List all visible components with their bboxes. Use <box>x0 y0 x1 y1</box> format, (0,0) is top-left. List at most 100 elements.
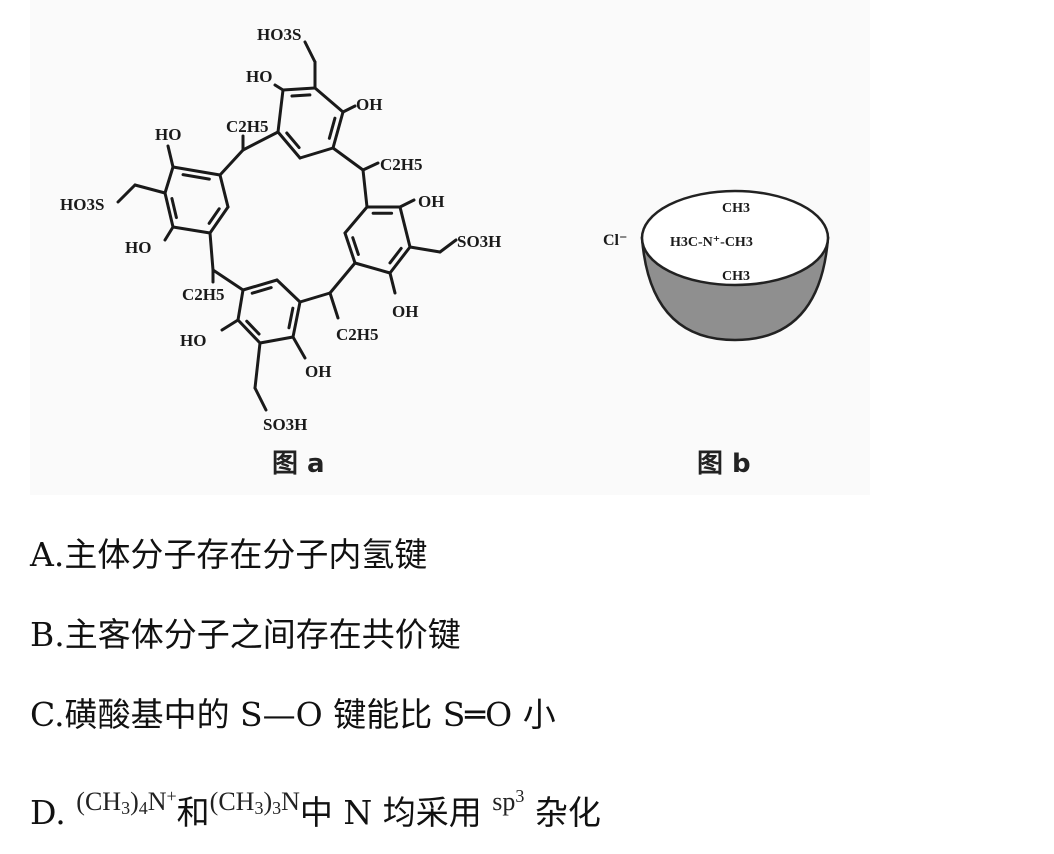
molecule-a-bonds <box>116 40 458 412</box>
formula-charge: + <box>166 786 177 806</box>
double-bond <box>250 286 273 295</box>
option-c: C.磺酸基中的 S—O 键能比 S═O 小 <box>30 695 556 734</box>
bond <box>253 386 268 412</box>
bond <box>241 130 280 152</box>
ring-bond <box>236 288 245 322</box>
ring-bond <box>276 130 302 160</box>
label-bottom-ho: HO <box>180 331 206 350</box>
formula-tetramethylammonium: (CH3)4N+ <box>76 786 177 818</box>
ring-bond <box>298 146 335 160</box>
chloride-anion: Cl⁻ <box>603 232 627 249</box>
label-c2h5-right: C2H5 <box>380 155 423 174</box>
double-bond <box>388 246 403 265</box>
ring-bond <box>258 335 295 345</box>
double-bond <box>285 131 301 150</box>
bond <box>361 161 380 172</box>
ring-bond <box>313 86 345 114</box>
label-right-sulfonic: SO3H <box>457 232 501 251</box>
label-bottom-oh: OH <box>305 362 331 381</box>
formula-sub: 3 <box>272 798 282 818</box>
double-bond <box>290 93 312 98</box>
double-bond <box>351 236 360 256</box>
bond <box>328 291 340 320</box>
ring-bond <box>241 278 279 292</box>
bond <box>133 183 167 195</box>
ring-bond <box>236 318 262 345</box>
bond <box>291 335 307 360</box>
label-left-ho-top: HO <box>155 125 181 144</box>
ring-bond <box>163 191 175 229</box>
formula-part: ) <box>263 787 273 816</box>
figure-a-caption: 图 a <box>272 449 325 479</box>
ring-bond <box>276 88 285 134</box>
label-right-oh-bottom: OH <box>392 302 418 321</box>
label-top-sulfonic: HO3S <box>257 25 301 44</box>
bond <box>220 318 240 332</box>
label-c2h5-bottom-left: C2H5 <box>182 285 225 304</box>
double-bond <box>170 197 178 220</box>
option-a: A.主体分子存在分子内氢键 <box>30 535 428 574</box>
ring-bond <box>163 165 175 195</box>
guest-center: H3C-N⁺-CH3 <box>670 235 753 250</box>
ring-bond <box>291 300 302 339</box>
bond <box>408 245 442 254</box>
bond <box>303 40 317 64</box>
ring-bond <box>208 205 230 235</box>
formula-part: ) <box>130 787 139 816</box>
structure-diagram: HO3S HO OH C2H5 HO C2H5 HO3S OH SO3H HO … <box>60 25 830 479</box>
bond <box>398 198 416 209</box>
bond <box>208 231 215 272</box>
bond <box>166 144 175 169</box>
ring-bond <box>388 245 412 275</box>
label-top-ho: HO <box>246 67 272 86</box>
option-d-and: 和 <box>176 793 210 832</box>
formula-part: (CH <box>209 787 255 816</box>
ring-bond <box>343 231 357 265</box>
bond <box>328 261 357 295</box>
ring-bond <box>218 173 230 209</box>
formula-trimethylamine: (CH3)3N <box>209 787 300 818</box>
option-d-mid: 中 N 均采用 <box>299 793 482 832</box>
formula-sub: 3 <box>254 798 264 818</box>
bond <box>388 271 397 295</box>
ring-bond <box>171 165 222 177</box>
formula-part: N <box>281 787 300 816</box>
orbital-sp3: sp3 <box>492 786 525 816</box>
bond <box>273 83 285 92</box>
orbital-base: sp <box>492 787 516 816</box>
figure-b-caption: 图 b <box>697 449 751 479</box>
formula-sub: 3 <box>121 798 131 818</box>
bond <box>211 268 245 292</box>
double-bond <box>245 319 261 336</box>
figure-panel: HO3S HO OH C2H5 HO C2H5 HO3S OH SO3H HO … <box>30 0 870 495</box>
bond <box>438 238 458 254</box>
orbital-exp: 3 <box>515 786 525 806</box>
label-c2h5-top: C2H5 <box>226 117 269 136</box>
guest-methyl-bottom: CH3 <box>722 269 750 284</box>
bond <box>218 148 245 177</box>
ring-bond <box>398 205 412 249</box>
label-right-oh-top: OH <box>418 192 444 211</box>
formula-sub: 4 <box>138 798 148 818</box>
ring-bond <box>275 278 302 304</box>
double-bond <box>327 116 337 140</box>
bond <box>298 291 332 304</box>
host-bowl <box>640 189 830 342</box>
ring-bond <box>343 205 369 235</box>
formula-part: N <box>147 787 167 816</box>
bond <box>361 168 369 209</box>
double-bond <box>207 207 221 225</box>
bond <box>253 341 262 390</box>
ring-bond <box>171 225 212 235</box>
double-bond <box>287 306 295 330</box>
bond <box>163 225 175 242</box>
bond <box>331 146 365 172</box>
formula-part: (CH <box>76 787 122 816</box>
guest-methyl-top: CH3 <box>722 201 750 216</box>
double-bond <box>181 173 211 181</box>
option-d-suffix: 杂化 <box>524 793 601 832</box>
label-bottom-sulfonic: SO3H <box>263 415 307 434</box>
bond <box>116 183 137 204</box>
option-d-prefix: D. <box>30 793 66 832</box>
ring-bond <box>353 261 392 275</box>
